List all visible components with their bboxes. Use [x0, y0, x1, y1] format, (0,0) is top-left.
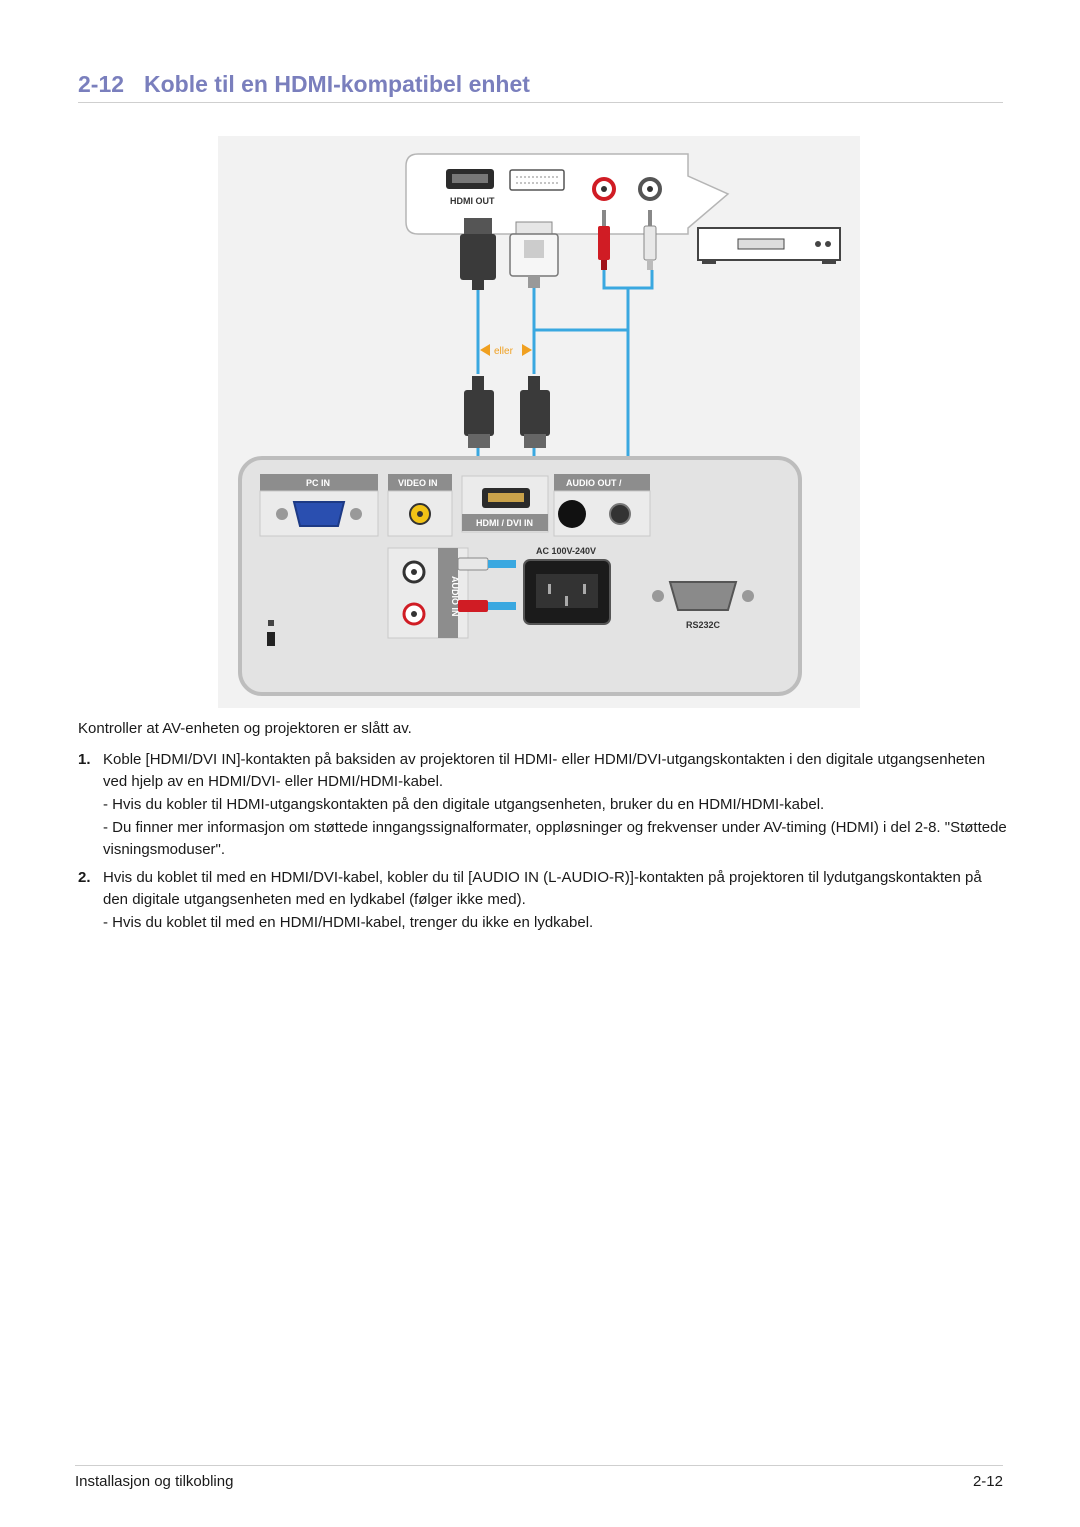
- rca-plug-red-top-icon: [598, 210, 610, 270]
- section-number: 2-12: [78, 71, 125, 97]
- av-player-icon: [697, 227, 841, 264]
- step-note: - Hvis du kobler til HDMI-utgangskontakt…: [103, 796, 825, 813]
- instructions: Kontroller at AV-enheten og projektoren …: [78, 718, 1008, 934]
- step-text: Hvis du koblet til med en HDMI/DVI-kabel…: [103, 869, 982, 908]
- vga-port-icon: [276, 501, 362, 527]
- step-2: 2. Hvis du koblet til med en HDMI/DVI-ka…: [78, 867, 1008, 911]
- step-note: - Du finner mer informasjon om støttede …: [103, 819, 1007, 858]
- rca-plug-white-top-icon: [643, 210, 657, 270]
- hdmi-plug-top-icon: [460, 218, 496, 290]
- page-number: 2-12: [972, 1473, 1003, 1490]
- svg-text:eller: eller: [494, 346, 514, 357]
- hdmi-plug-lower-right-icon: [520, 376, 550, 448]
- audio-in-label: AUDIO IN: [450, 576, 460, 617]
- dvi-plug-top-icon: [509, 221, 559, 288]
- rs232c-port-icon: [652, 581, 754, 611]
- step-note: - Hvis du koblet til med en HDMI/HDMI-ka…: [103, 914, 594, 931]
- step-number: 2.: [78, 869, 91, 886]
- rca-plug-white-bottom-icon: [457, 557, 516, 571]
- step-1: 1. Koble [HDMI/DVI IN]-kontakten på baks…: [78, 749, 1008, 793]
- projector-back-panel: [238, 456, 802, 696]
- or-label: eller: [480, 344, 532, 357]
- hdmi-plug-lower-left-icon: [464, 376, 494, 448]
- rs232c-label: RS232C: [686, 620, 721, 630]
- dvi-out-port-icon: [509, 169, 565, 191]
- page-footer: Installasjon og tilkobling 2-12: [75, 1465, 1003, 1490]
- section-title: Koble til en HDMI-kompatibel enhet: [144, 71, 530, 97]
- connection-diagram: HDMI OUT: [218, 136, 860, 708]
- kensington-lock-icon: [267, 620, 275, 646]
- footer-section: Installasjon og tilkobling: [75, 1473, 234, 1490]
- step-number: 1.: [78, 751, 91, 768]
- section-heading: 2-12 Koble til en HDMI-kompatibel enhet: [78, 70, 1003, 103]
- audio-out-label: AUDIO OUT /: [566, 478, 622, 488]
- intro-text: Kontroller at AV-enheten og projektoren …: [78, 720, 412, 737]
- source-device-panel: [405, 153, 730, 235]
- rca-plug-red-bottom-icon: [458, 600, 516, 612]
- headphone-port-icon: [609, 503, 631, 525]
- ac-power-label: AC 100V-240V: [536, 546, 596, 556]
- hdmi-out-label: HDMI OUT: [450, 196, 495, 206]
- step-text: Koble [HDMI/DVI IN]-kontakten på bakside…: [103, 751, 986, 790]
- audio-out-port-icon: [558, 500, 586, 528]
- pc-in-label: PC IN: [306, 478, 330, 488]
- video-in-label: VIDEO IN: [398, 478, 438, 488]
- hdmi-dvi-in-label: HDMI / DVI IN: [476, 518, 533, 528]
